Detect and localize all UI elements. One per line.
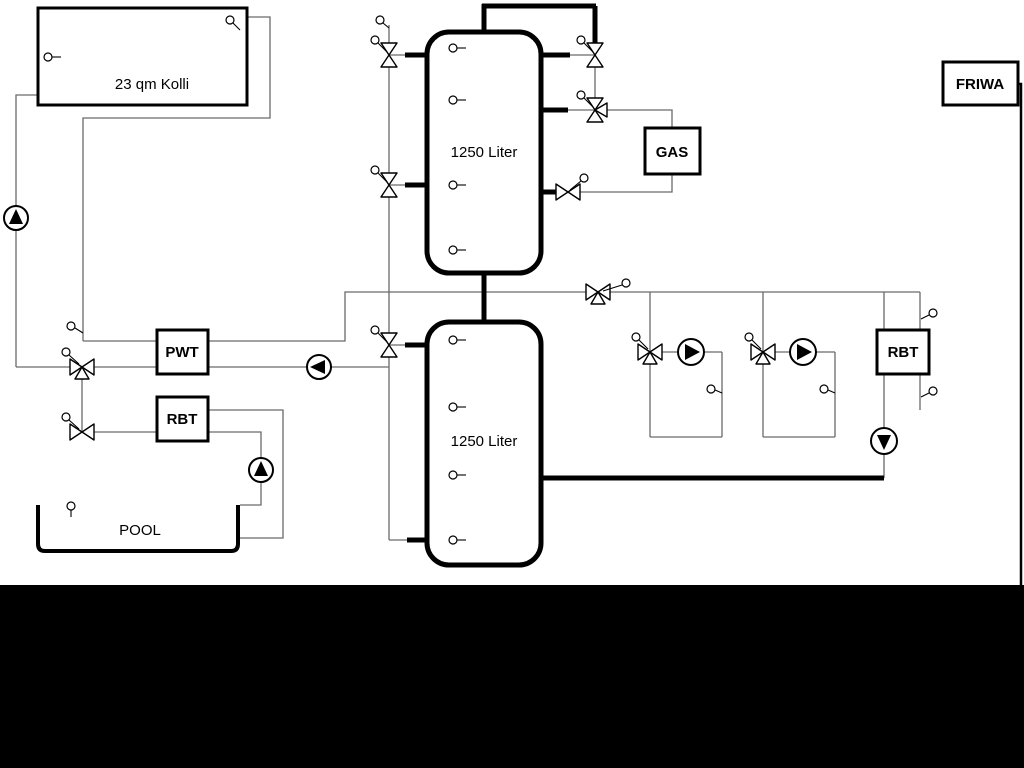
pwt-heat-exchanger: PWT [155,328,210,376]
pool-sensor [66,501,76,517]
solar-collector: 23 qm Kolli [36,6,249,107]
valves [61,35,776,441]
gas-boiler-label: GAS [656,144,689,161]
valve-tank1-mid-left [370,165,398,198]
tank1-sensor-2 [448,95,466,105]
pumps [3,205,898,483]
pool-label: POOL [119,522,161,539]
bottom-black-bar [0,585,1024,768]
tank1-sensor-1 [448,43,466,53]
circuit1-pump [677,338,705,366]
collector-label: 23 qm Kolli [115,76,189,93]
valve-boiler-return [555,173,589,201]
collector-sensor-top [225,15,241,31]
collector-sensor-left [43,52,61,62]
solar-return-sensor [66,321,84,334]
gas-boiler: GAS [643,126,702,176]
rbt-return-pump [870,427,898,455]
valve-tank1-top-left [370,35,398,68]
three-way-valve-boiler-flow [576,90,608,123]
rbt-sensor-top [920,308,938,320]
tank1-sensor-3 [448,180,466,190]
rbt-left: RBT [155,395,210,443]
tank2-sensor-1 [448,335,466,345]
valve-dhw-top [576,35,604,68]
tank-charge-pump [306,354,332,380]
tank2-sensor-4 [448,535,466,545]
three-way-valve-circuit2 [744,332,776,365]
circuit2-pump [789,338,817,366]
friwa-label: FRIWA [956,76,1004,93]
sensors [43,15,938,545]
rbt-sensor-bottom [920,386,938,398]
buffer-tank-bottom-label: 1250 Liter [451,433,518,450]
buffer-tank-bottom: 1250 Liter [424,319,544,568]
three-way-valve-solar [61,347,95,380]
buffer-tank-top: 1250 Liter [424,29,544,276]
circuit2-flow-sensor [819,384,836,394]
three-way-valve-circuit1 [631,332,663,365]
rbt-right: RBT [875,328,931,376]
buffer-tank-top-label: 1250 Liter [451,144,518,161]
friwa-station: FRIWA [941,60,1020,107]
pool-pump [248,457,274,483]
tank1-sensor-4 [448,245,466,255]
pwt-label: PWT [165,344,198,361]
circuit1-flow-sensor [706,384,723,394]
valve-tank2-top-left [370,325,398,358]
manifold-vent-sensor [375,15,390,29]
rbt-left-label: RBT [167,411,198,428]
tank2-sensor-2 [448,402,466,412]
pool: POOL [36,505,240,553]
three-way-valve-header [585,278,631,305]
tank2-sensor-3 [448,470,466,480]
solar-pump [3,205,29,231]
rbt-right-label: RBT [888,344,919,361]
valve-pool-loop [61,412,95,441]
